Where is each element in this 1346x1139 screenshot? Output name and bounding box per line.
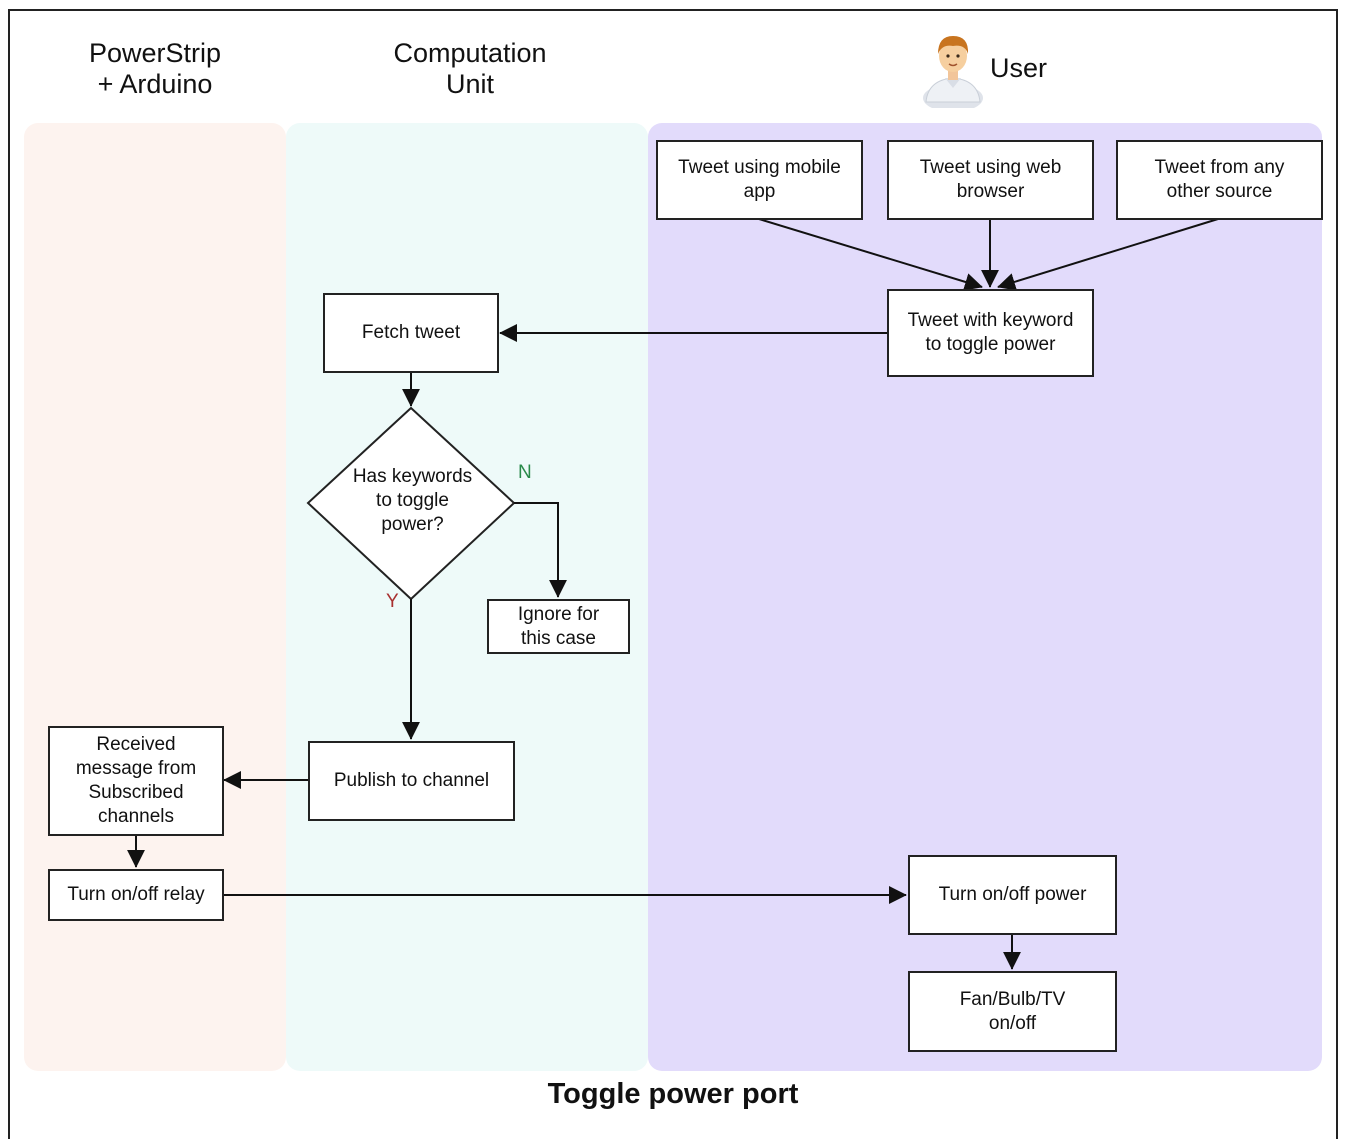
node-turn-relay: Turn on/off relay [48,869,224,921]
node-tweet-mobile: Tweet using mobile app [656,140,863,220]
node-fetch-tweet: Fetch tweet [323,293,499,373]
node-tweet-other: Tweet from any other source [1116,140,1323,220]
node-turn-power: Turn on/off power [908,855,1117,935]
node-tweet-keyword: Tweet with keyword to toggle power [887,289,1094,377]
edge-label-yes: Y [386,591,399,612]
node-ignore: Ignore for this case [487,599,630,654]
diagram-frame [8,9,1338,1139]
node-received-message: Received message from Subscribed channel… [48,726,224,836]
lane-title-powerstrip: PowerStrip + Arduino [88,38,222,99]
edge-decision-no [514,502,567,598]
lane-title-user: User [990,53,1048,83]
diagram-title: Toggle power port [547,1078,799,1110]
node-tweet-web: Tweet using web browser [887,140,1094,220]
lane-title-computation: Computation Unit [393,38,547,99]
node-devices: Fan/Bulb/TV on/off [908,971,1117,1052]
edge-other-to-keyword [997,218,1219,291]
node-decision-label: Has keywords to toggle power? [352,466,473,535]
user-avatar-icon [923,36,983,108]
node-publish: Publish to channel [308,741,515,821]
edge-label-no: N [518,462,532,483]
lane-computation-unit [286,123,648,1071]
edge-mobile-to-keyword [758,218,983,291]
